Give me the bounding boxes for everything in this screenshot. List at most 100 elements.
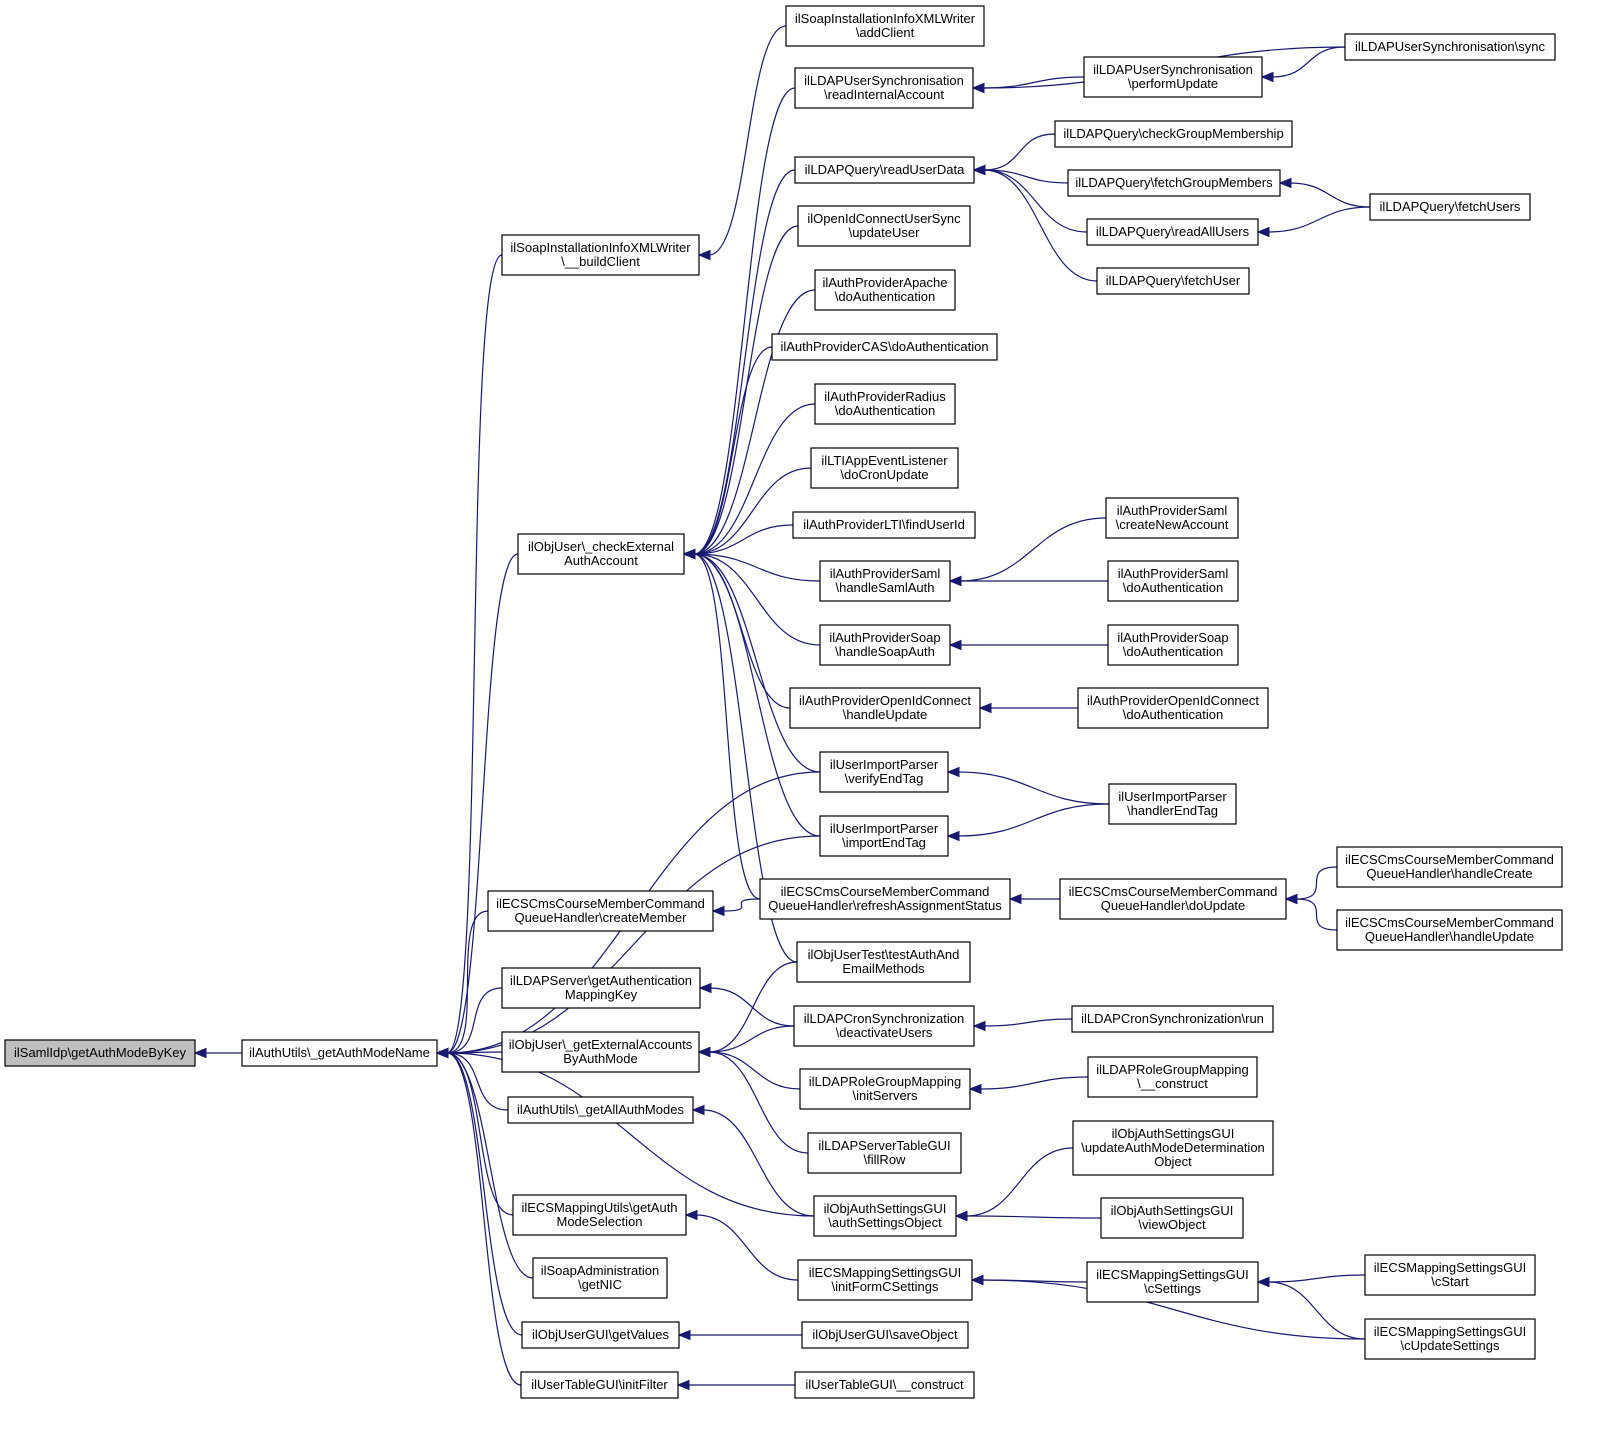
graph-node-ilauthprovidersoap-handlesoapauth[interactable]: ilAuthProviderSoap\handleSoapAuth [819,624,951,666]
node-box[interactable] [532,1257,668,1299]
node-box[interactable] [796,941,971,983]
node-box[interactable] [813,1195,957,1237]
graph-node-ilauthproviderapache-doauthentication[interactable]: ilAuthProviderApache\doAuthentication [814,269,956,311]
graph-node-ilobjusergui-getvalues[interactable]: ilObjUserGUI\getValues [521,1321,680,1349]
graph-node-ilauthprovideropenidconnect-doauthentication[interactable]: ilAuthProviderOpenIdConnect\doAuthentica… [1077,687,1269,729]
node-box[interactable] [807,1132,962,1174]
node-box[interactable] [1336,909,1563,951]
graph-node-ilusertablegui-initfilter[interactable]: ilUserTableGUI\initFilter [520,1371,679,1399]
node-box[interactable] [799,1068,971,1110]
node-box[interactable] [785,5,985,47]
graph-node-ilecsmappingsettingsgui-cupdatesettings[interactable]: ilECSMappingSettingsGUI\cUpdateSettings [1364,1318,1536,1360]
graph-node-ilecscmscoursemembercommandqueuehandler-handleupdate[interactable]: ilECSCmsCourseMemberCommandQueueHandler\… [1336,909,1563,951]
graph-node-ilauthutils-getauthmodename[interactable]: ilAuthUtils\_getAuthModeName [241,1039,438,1067]
node-box[interactable] [1105,497,1239,539]
node-box[interactable] [1086,218,1259,246]
graph-node-ilobjauthsettingsgui-authsettingsobject[interactable]: ilObjAuthSettingsGUI\authSettingsObject [813,1195,957,1237]
node-box[interactable] [1369,193,1531,221]
graph-node-ilobjusergui-saveobject[interactable]: ilObjUserGUI\saveObject [801,1321,969,1349]
graph-node-ilecscmscoursemembercommandqueuehandler-handlecreate[interactable]: ilECSCmsCourseMemberCommandQueueHandler\… [1336,846,1563,888]
graph-node-ilecscmscoursemembercommandqueuehandler-doupdate[interactable]: ilECSCmsCourseMemberCommandQueueHandler\… [1059,878,1287,920]
node-box[interactable] [810,447,959,489]
graph-node-ilecscmscoursemembercommandqueuehandler-refreshassignmentstatus[interactable]: ilECSCmsCourseMemberCommandQueueHandler\… [759,878,1011,920]
graph-node-illdapquery-fetchgroupmembers[interactable]: ilLDAPQuery\fetchGroupMembers [1067,169,1281,197]
graph-node-illdapquery-checkgroupmembership[interactable]: ilLDAPQuery\checkGroupMembership [1054,120,1293,148]
graph-node-illdaprolegroupmapping-initservers[interactable]: ilLDAPRoleGroupMapping\initServers [799,1068,971,1110]
graph-node-illdapquery-fetchusers[interactable]: ilLDAPQuery\fetchUsers [1369,193,1531,221]
node-box[interactable] [814,383,956,425]
graph-node-illdapcronsynchronization-run[interactable]: ilLDAPCronSynchronization\run [1071,1005,1274,1033]
graph-node-ilauthproviderlti-finduserid[interactable]: ilAuthProviderLTI\findUserId [792,511,976,539]
graph-node-illdapquery-fetchuser[interactable]: ilLDAPQuery\fetchUser [1096,267,1250,295]
node-box[interactable] [1100,1197,1244,1239]
graph-node-illdaprolegroupmapping-construct[interactable]: ilLDAPRoleGroupMapping\__construct [1087,1056,1258,1098]
graph-node-ilecsmappingsettingsgui-cstart[interactable]: ilECSMappingSettingsGUI\cStart [1364,1254,1536,1296]
node-box[interactable] [1072,1120,1274,1176]
graph-node-ilecscmscoursemembercommandqueuehandler-createmember[interactable]: ilECSCmsCourseMemberCommandQueueHandler\… [487,890,714,932]
node-box[interactable] [819,751,949,793]
graph-node-illdapservertablegui-fillrow[interactable]: ilLDAPServerTableGUI\fillRow [807,1132,962,1174]
node-box[interactable] [1059,878,1287,920]
node-box[interactable] [487,890,714,932]
node-box[interactable] [1087,1056,1258,1098]
node-box[interactable] [517,533,685,575]
node-box[interactable] [1083,56,1263,98]
node-box[interactable] [814,269,956,311]
node-box[interactable] [521,1321,680,1349]
graph-node-ilauthproviderradius-doauthentication[interactable]: ilAuthProviderRadius\doAuthentication [814,383,956,425]
node-box[interactable] [501,967,701,1009]
node-box[interactable] [1096,267,1250,295]
graph-node-ilobjauthsettingsgui-viewobject[interactable]: ilObjAuthSettingsGUI\viewObject [1100,1197,1244,1239]
node-box[interactable] [797,1259,973,1301]
node-box[interactable] [789,687,981,729]
graph-node-ilsamlidp-getauthmodebykey[interactable]: ilSamlIdp\getAuthModeByKey [4,1039,196,1067]
graph-node-ilauthutils-getallauthmodes[interactable]: ilAuthUtils\_getAllAuthModes [507,1096,694,1124]
node-box[interactable] [1071,1005,1274,1033]
graph-node-ilauthprovidersaml-doauthentication[interactable]: ilAuthProviderSaml\doAuthentication [1107,560,1239,602]
graph-node-illdapcronsynchronization-deactivateusers[interactable]: ilLDAPCronSynchronization\deactivateUser… [793,1005,975,1047]
node-box[interactable] [1086,1261,1259,1303]
graph-node-iluserimportparser-handlerendtag[interactable]: ilUserImportParser\handlerEndTag [1108,783,1237,825]
graph-node-ilsoapadministration-getnic[interactable]: ilSoapAdministration\getNIC [532,1257,668,1299]
node-box[interactable] [801,1321,969,1349]
node-box[interactable] [512,1194,687,1236]
node-box[interactable] [501,1031,700,1073]
node-box[interactable] [1077,687,1269,729]
graph-node-ilauthprovidersaml-handlesamlauth[interactable]: ilAuthProviderSaml\handleSamlAuth [819,560,951,602]
graph-node-ilauthprovidersaml-createnewaccount[interactable]: ilAuthProviderSaml\createNewAccount [1105,497,1239,539]
node-box[interactable] [819,815,949,857]
node-box[interactable] [241,1039,438,1067]
graph-node-illdapusersynchronisation-sync[interactable]: ilLDAPUserSynchronisation\sync [1344,33,1556,61]
node-box[interactable] [1108,783,1237,825]
graph-node-illdapusersynchronisation-performupdate[interactable]: ilLDAPUserSynchronisation\performUpdate [1083,56,1263,98]
node-box[interactable] [1336,846,1563,888]
node-box[interactable] [759,878,1011,920]
node-box[interactable] [1067,169,1281,197]
graph-node-iluserimportparser-importendtag[interactable]: ilUserImportParser\importEndTag [819,815,949,857]
node-box[interactable] [771,333,998,361]
node-box[interactable] [1107,560,1239,602]
graph-node-ilsoapinstallationinfoxmlwriter-addclient[interactable]: ilSoapInstallationInfoXMLWriter\addClien… [785,5,985,47]
node-box[interactable] [501,234,700,276]
graph-node-illdapusersynchronisation-readinternalaccount[interactable]: ilLDAPUserSynchronisation\readInternalAc… [794,67,974,109]
node-box[interactable] [819,560,951,602]
graph-node-ilopenidconnectusersync-updateuser[interactable]: ilOpenIdConnectUserSync\updateUser [797,205,971,247]
graph-node-ilauthprovideropenidconnect-handleupdate[interactable]: ilAuthProviderOpenIdConnect\handleUpdate [789,687,981,729]
node-box[interactable] [794,1371,975,1399]
graph-node-illdapquery-readuserdata[interactable]: ilLDAPQuery\readUserData [794,156,975,184]
node-box[interactable] [793,1005,975,1047]
node-box[interactable] [507,1096,694,1124]
node-box[interactable] [1364,1254,1536,1296]
node-box[interactable] [792,511,976,539]
node-box[interactable] [1364,1318,1536,1360]
node-box[interactable] [1344,33,1556,61]
graph-node-ilusertablegui-construct[interactable]: ilUserTableGUI\__construct [794,1371,975,1399]
node-box[interactable] [797,205,971,247]
graph-node-illdapquery-readallusers[interactable]: ilLDAPQuery\readAllUsers [1086,218,1259,246]
node-box[interactable] [1054,120,1293,148]
